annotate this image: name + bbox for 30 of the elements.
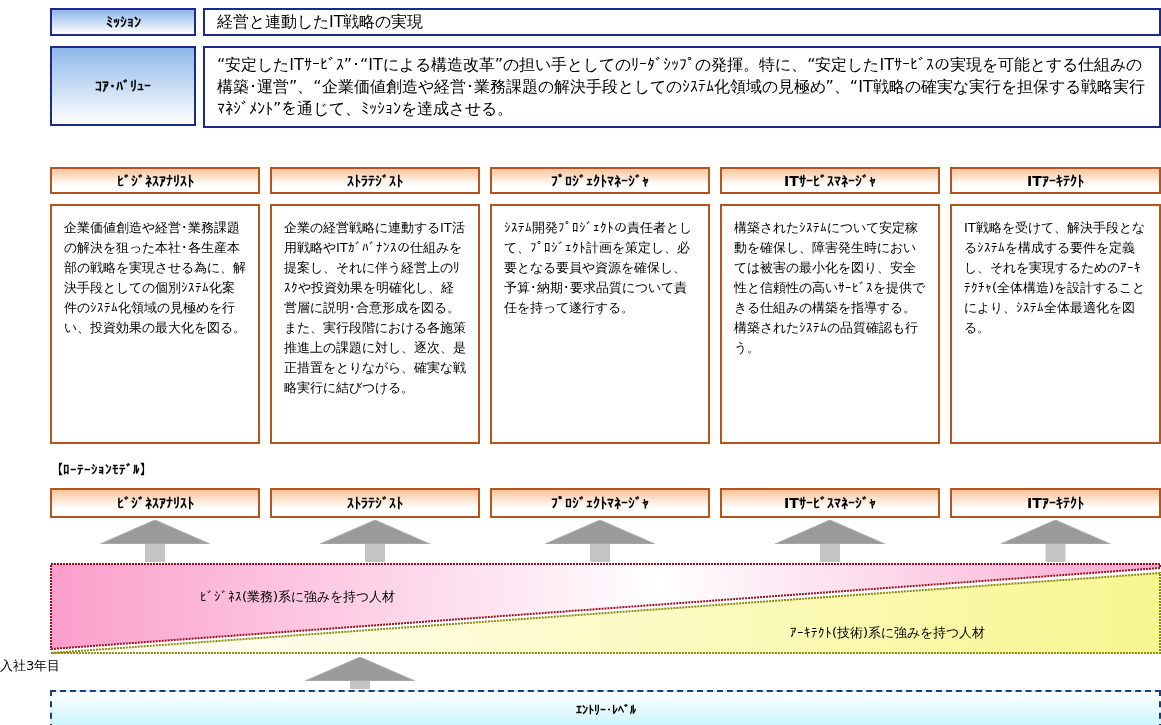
role-description-box: IT戦略を受けて、解決手段となるｼｽﾃﾑを構成する要件を定義し、それを実現するためのｱｰｷﾃｸﾁｬ(全体構造)を設計することにより、ｼｽﾃﾑ全体最適化を図る。 — [950, 204, 1161, 444]
role-description-box: ｼｽﾃﾑ開発ﾌﾟﾛｼﾞｪｸﾄの責任者として、ﾌﾟﾛｼﾞｪｸﾄ計画を策定し、必要となる要員や資源を確保し、予算･納期･要求品質について責任を持って遂行する。 — [490, 204, 710, 444]
role-description-box: 企業の経営戦略に連動するIT活用戦略やITｶﾞﾊﾞﾅﾝｽの仕組みを提案し、それに伴う経営上のﾘｽｸや投資効果を明確化し、経営層に説明･合意形成を図る。また、実行段階における各施策推進上の課題に対し、逐次、是正措置をとりながら、確実な戦略実行に結びつける。 — [270, 204, 480, 444]
role-header: ITｻｰﾋﾞｽﾏﾈｰｼﾞｬ — [720, 167, 940, 194]
role-header: ﾋﾞｼﾞﾈｽｱﾅﾘｽﾄ — [50, 488, 260, 518]
block-arrow — [319, 519, 431, 562]
role-header: ITｱｰｷﾃｸﾄ — [950, 167, 1161, 194]
entry-level-band: ｴﾝﾄﾘｰ･ﾚﾍﾞﾙ — [50, 690, 1161, 725]
block-arrow — [1000, 519, 1111, 562]
role-description-box: 構築されたｼｽﾃﾑについて安定稼動を確保し、障害発生時においては被害の最小化を図り、安全性と信頼性の高いｻｰﾋﾞｽを提供できる仕組みの構築を指導する。構築されたｼｽﾃﾑの品質確認も行う。 — [720, 204, 940, 444]
role-header: ITｻｰﾋﾞｽﾏﾈｰｼﾞｬ — [720, 488, 940, 518]
role-description-box: 企業価値創造や経営･業務課題の解決を狙った本社･各生産本部の戦略を実現させる為に、解決手段としての個別ｼｽﾃﾑ化案件のｼｽﾃﾑ化領域の見極めを行い、投資効果の最大化を図る。 — [50, 204, 260, 444]
year-marker: 入社3年目 — [0, 657, 61, 675]
statement-box: 経営と連動したIT戦略の実現 — [203, 8, 1161, 36]
band-text: ﾋﾞｼﾞﾈｽ(業務)系に強みを持つ人材 — [200, 588, 396, 606]
statement-box: “安定したITｻｰﾋﾞｽ”･“ITによる構造改革”の担い手としてのﾘｰﾀﾞｼｯﾌﾟの発揮。特に、“安定したITｻｰﾋﾞｽの実現を可能とする仕組みの構築･運営”、“企業価値創造や経営･業務課題の解決手段としてのｼｽﾃﾑ化領域の見極め”、“IT戦略の確実な実行を担保する戦略実行ﾏﾈｼﾞﾒﾝﾄ”を通じて、ﾐｯｼｮﾝを達成させる。 — [203, 46, 1161, 128]
role-header: ｽﾄﾗﾃｼﾞｽﾄ — [270, 488, 480, 518]
role-header: ｽﾄﾗﾃｼﾞｽﾄ — [270, 167, 480, 194]
heading-box: ｺｱ･ﾊﾞﾘｭｰ — [50, 46, 196, 126]
band-text: ｱｰｷﾃｸﾄ(技術)系に強みを持つ人材 — [790, 624, 986, 642]
role-header: ﾌﾟﾛｼﾞｪｸﾄﾏﾈｰｼﾞｬ — [490, 167, 710, 194]
section-heading: 【ﾛｰﾃｰｼｮﾝﾓﾃﾞﾙ】 — [50, 462, 153, 477]
heading-box: ﾐｯｼｮﾝ — [50, 8, 196, 36]
role-header: ﾌﾟﾛｼﾞｪｸﾄﾏﾈｰｼﾞｬ — [490, 488, 710, 518]
role-header: ITｱｰｷﾃｸﾄ — [950, 488, 1161, 518]
block-arrow — [304, 656, 416, 689]
block-arrow — [99, 519, 211, 562]
role-header: ﾋﾞｼﾞﾈｽｱﾅﾘｽﾄ — [50, 167, 260, 194]
block-arrow — [544, 519, 656, 562]
block-arrow — [774, 519, 886, 562]
